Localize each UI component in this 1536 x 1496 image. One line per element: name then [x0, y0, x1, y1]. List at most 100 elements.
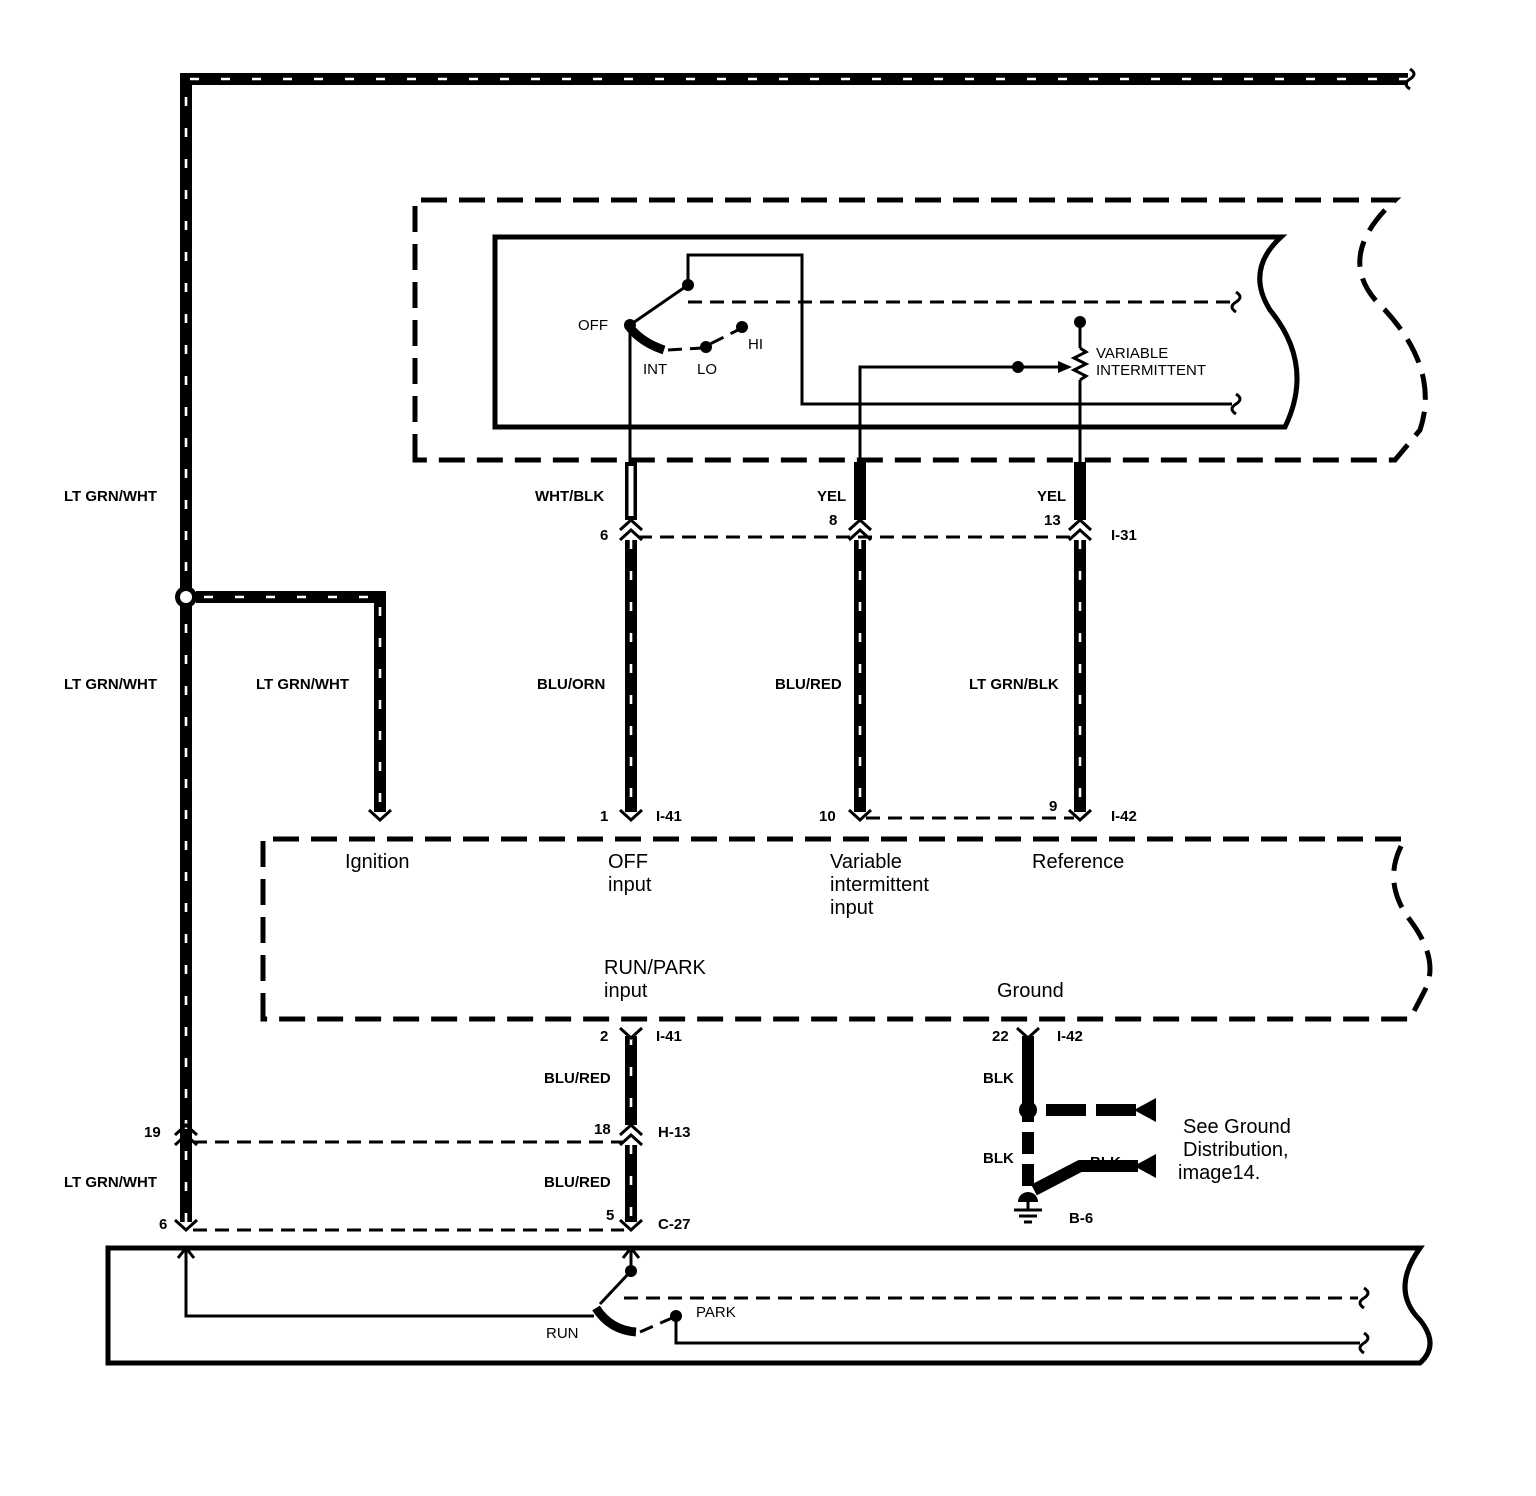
motor-run-lead [184, 1250, 594, 1318]
note-line-2: Distribution, [1183, 1139, 1289, 1161]
module-label-var-3: input [830, 897, 874, 919]
multifunction-switch: OFF INT LO HI VARIABLE INTERMITTENT [412, 197, 1428, 463]
connector-i41-bottom-label: I-41 [656, 1028, 682, 1045]
wire-label-var-input: BLU/RED [775, 676, 842, 693]
switch-inner-outline [492, 234, 1300, 430]
module-label-off-1: OFF [608, 851, 648, 873]
module-label-var-2: intermittent [830, 874, 929, 896]
switch-label-lo: LO [697, 361, 717, 378]
connector-i42-bottom-chevron [1015, 1026, 1041, 1041]
ground-eyelet-icon [1018, 1192, 1038, 1202]
ground-splice-dot [1019, 1101, 1037, 1119]
module-dashed-outline [260, 836, 1433, 1022]
wiper-control-module: Ignition OFF input Variable intermittent… [260, 836, 1433, 1022]
switch-contact-top [682, 279, 694, 291]
pin-i42-top-ref: 9 [1049, 798, 1057, 815]
ignition-branch-stripe [204, 595, 382, 812]
pin-i42-top-var: 10 [819, 808, 836, 825]
connector-ign-chevron [367, 808, 393, 823]
ignition-feed-squiggle [1404, 67, 1416, 91]
wire-label-ground-branch: BLK [1090, 1154, 1121, 1171]
connector-i41-top-chevron [618, 808, 644, 823]
connector-i42-top-chevron-var [847, 808, 873, 823]
motor-outline [105, 1245, 1433, 1366]
connector-labels: 6 8 13 I-31 1 I-41 10 9 I-42 2 I-41 22 I… [144, 512, 1137, 1233]
switch-end-squiggle-2 [1230, 392, 1242, 416]
connector-h13-label: H-13 [658, 1124, 691, 1141]
wire-label-ignition-feed: LT GRN/WHT [64, 488, 157, 505]
pin-h13-ign: 19 [144, 1124, 161, 1141]
note-line-3: image14. [1178, 1162, 1260, 1184]
wire-label-ground-lower: BLK [983, 1150, 1014, 1167]
motor-label-park: PARK [696, 1304, 736, 1321]
pin-i31-off: 6 [600, 527, 608, 544]
connector-i42-bottom-label: I-42 [1057, 1028, 1083, 1045]
connector-h13-pin18 [618, 1122, 644, 1147]
connectors [173, 517, 1093, 1233]
wire-label-ref: LT GRN/BLK [969, 676, 1059, 693]
pot-wiper-lead [858, 365, 1060, 462]
wire-labels: LT GRN/WHT LT GRN/WHT LT GRN/WHT LT GRN/… [64, 488, 1121, 1191]
wire-label-off-input: BLU/ORN [537, 676, 605, 693]
ground-distribution-note: See Ground Distribution, image14. [1178, 1116, 1291, 1184]
wiper-motor: RUN PARK [105, 1245, 1433, 1366]
connector-c27-pin6 [173, 1218, 199, 1233]
connector-h13-pin19 [173, 1122, 199, 1147]
module-label-runpark-1: RUN/PARK [604, 957, 707, 979]
connector-c27-label: C-27 [658, 1216, 691, 1233]
pin-h13-runpark: 18 [594, 1121, 611, 1138]
motor-label-run: RUN [546, 1325, 579, 1342]
pot-arrow-icon [1058, 361, 1072, 373]
ignition-branch-wire [196, 591, 386, 812]
wire-label-ignition-branch: LT GRN/WHT [256, 676, 349, 693]
note-line-1: See Ground [1183, 1116, 1291, 1138]
connector-i42-top-chevron-ref [1067, 808, 1093, 823]
wire-harness [175, 67, 1416, 1224]
switch-label-off: OFF [578, 317, 608, 334]
wire-label-ref-switch: YEL [1037, 488, 1066, 505]
module-label-off-2: input [608, 874, 652, 896]
ground-branch-wire [1031, 1160, 1138, 1196]
motor-switch-arc [592, 1305, 637, 1337]
motor-end-squiggle-2 [1358, 1331, 1370, 1355]
pot-wiper-dot [1012, 361, 1024, 373]
pin-c27-runpark: 5 [606, 1207, 614, 1224]
ignition-splice-inner [180, 591, 192, 603]
pin-i42-bottom: 22 [992, 1028, 1009, 1045]
ground-b6-label: B-6 [1069, 1210, 1093, 1227]
switch-label-int: INT [643, 361, 667, 378]
module-label-runpark-2: input [604, 980, 648, 1002]
pin-i41-bottom: 2 [600, 1028, 608, 1045]
connector-i31-pin13 [1067, 517, 1093, 542]
connector-i31-label: I-31 [1111, 527, 1137, 544]
module-label-ignition: Ignition [345, 851, 410, 873]
ignition-feed-stripe [184, 77, 1408, 1222]
wire-label-runpark-lower: BLU/RED [544, 1174, 611, 1191]
wire-label-ignition-feed-mid: LT GRN/WHT [64, 676, 157, 693]
switch-contact-link [686, 253, 1232, 406]
connector-c27-pin5 [618, 1218, 644, 1233]
motor-end-squiggle-1 [1358, 1286, 1370, 1310]
pin-i31-var: 8 [829, 512, 837, 529]
connector-i31-pin6 [618, 517, 644, 542]
pin-i41-top: 1 [600, 808, 608, 825]
connector-i41-top-label: I-41 [656, 808, 682, 825]
switch-end-squiggle-1 [1230, 290, 1242, 314]
connector-i31-pin8 [847, 517, 873, 542]
ground-ref-arrow-icon [1134, 1098, 1156, 1122]
switch-contact-lo [700, 341, 712, 353]
switch-outer-dashed-outline [412, 197, 1428, 463]
module-label-var-1: Variable [830, 851, 902, 873]
motor-switch-lever [598, 1269, 633, 1306]
wire-label-runpark-upper: BLU/RED [544, 1070, 611, 1087]
motor-feed-arrow-icon [621, 1245, 641, 1259]
switch-lever [629, 283, 689, 327]
module-label-ground: Ground [997, 980, 1064, 1002]
pin-i31-ref: 13 [1044, 512, 1061, 529]
switch-contact-hi [736, 321, 748, 333]
module-label-reference: Reference [1032, 851, 1124, 873]
motor-run-arrow-icon [176, 1245, 196, 1259]
connector-i42-top-label: I-42 [1111, 808, 1137, 825]
wire-label-var-switch: YEL [817, 488, 846, 505]
